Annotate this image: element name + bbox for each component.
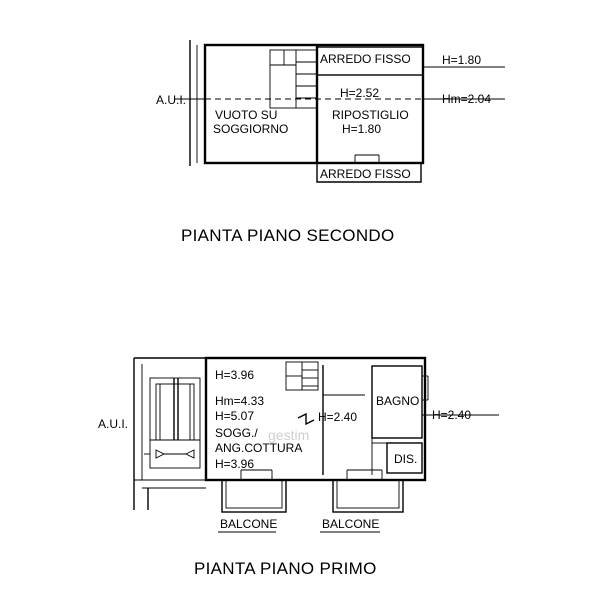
bagno-room [371,365,423,439]
first-floor-door-swing [297,412,315,426]
height-bottom-label-first: H=3.96 [215,457,254,471]
second-floor-stair [269,49,318,109]
aui-label-first: A.U.I. [98,417,128,431]
second-floor-plan: A.U.I. ARREDO FISSO H=1.80 H=2.52 Hm=2.0… [156,40,505,245]
soggiorno-label: SOGGIORNO [213,122,288,136]
arredo-height-label: H=1.80 [442,53,481,67]
height-top-label-first: H=3.96 [215,368,254,382]
bagno-label: BAGNO [376,394,419,408]
center-height-label-first: H=2.40 [318,410,357,424]
arredo-fisso-top-label: ARREDO FISSO [320,52,411,66]
dis-room [386,442,423,474]
first-floor-stair [285,361,319,391]
aui-service-block [144,377,201,469]
center-height-label-second: H=2.52 [340,86,379,100]
arredo-fisso-bottom-label: ARREDO FISSO [320,167,411,181]
aui-label-second: A.U.I. [156,93,186,107]
first-floor-outer-wall [204,356,427,482]
second-floor-outer-wall [203,43,425,165]
watermark-logo: gestim [268,427,309,443]
second-floor-title: PIANTA PIANO SECONDO [181,226,395,245]
balcony-right [332,479,404,513]
ripostiglio-label: RIPOSTIGLIO [332,108,409,122]
hm-label-first: Hm=4.33 [215,394,264,408]
bagno-height-label: H=2.40 [432,408,471,422]
sogg-label: SOGG./ [215,426,258,440]
fixed-furniture-bottom-outline [316,163,422,183]
dis-label: DIS. [394,452,417,466]
balcone-left-label: BALCONE [220,517,277,531]
height-max-label-first: H=5.07 [215,409,254,423]
first-floor-plan: gestim A.U.I. H=3.96 Hm=4.33 H=5.07 SOGG… [98,356,499,578]
hm-label-second: Hm=2.04 [442,92,491,106]
balcone-right-label: BALCONE [322,517,379,531]
balcony-left [221,479,287,513]
ripostiglio-height-label: H=1.80 [342,122,381,136]
ang-cottura-label: ANG.COTTURA [215,441,302,455]
vuoto-su-label: VUOTO SU [215,108,277,122]
first-floor-title: PIANTA PIANO PRIMO [194,559,377,578]
